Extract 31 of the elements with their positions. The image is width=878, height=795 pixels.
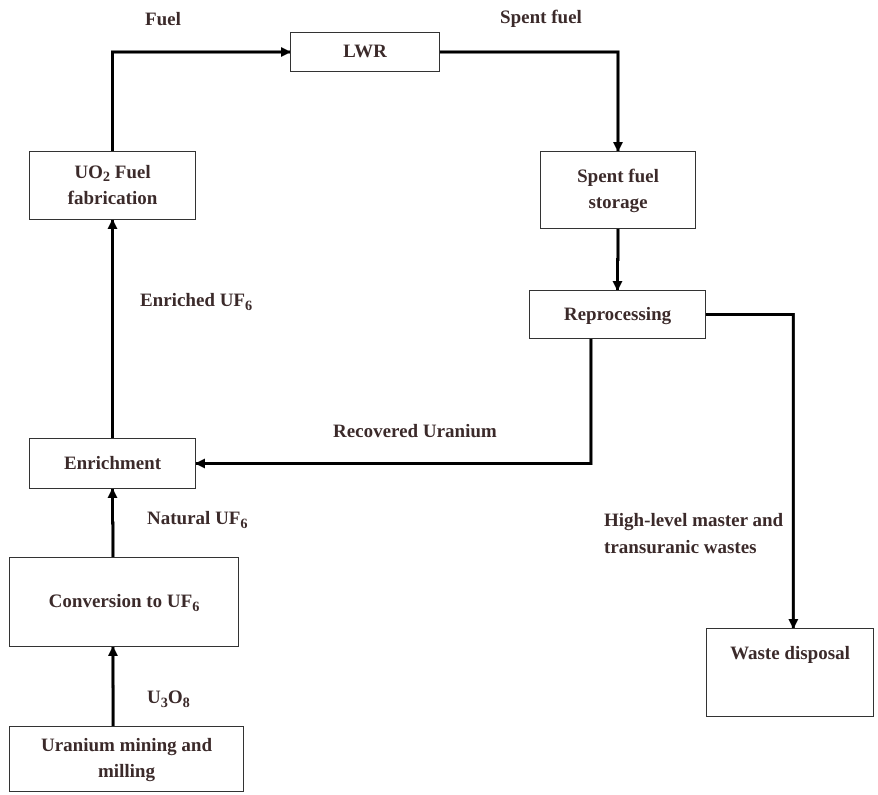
box-label: Waste disposal <box>730 642 850 666</box>
arrow <box>612 229 622 291</box>
edge-label: Spent fuel <box>500 6 582 30</box>
edge-label: High-level master and transuranic wastes <box>604 509 784 560</box>
arrow <box>706 313 798 629</box>
arrow <box>108 488 118 557</box>
edge-label: Natural UF$_{6}$ <box>147 507 248 532</box>
box-label: UO$_{2}$ Fuel fabrication <box>66 160 158 210</box>
edge-label: Fuel <box>145 8 181 32</box>
process-box <box>29 151 196 220</box>
box-label: LWR <box>343 40 387 64</box>
process-box <box>9 557 239 647</box>
box-label: Conversion to UF$_{6}$ <box>48 590 200 615</box>
box-label: Reprocessing <box>564 302 672 326</box>
box-label: Enrichment <box>64 452 162 476</box>
edge-label: Enriched UF$_{6}$ <box>140 289 252 314</box>
process-box <box>540 151 696 229</box>
arrow <box>440 50 623 152</box>
box-label: Spent fuel storage <box>576 165 660 215</box>
process-box <box>529 290 706 339</box>
edge-label: U$_{3}$O$_{8}$ <box>147 686 190 711</box>
box-label: Uranium mining and milling <box>40 734 214 784</box>
edge-label: Recovered Uranium <box>333 420 497 444</box>
arrow <box>108 219 118 438</box>
process-box <box>9 726 244 792</box>
process-box <box>290 32 440 72</box>
arrow <box>195 339 592 468</box>
process-box <box>29 438 196 489</box>
process-box <box>706 628 874 717</box>
arrow <box>111 47 291 151</box>
arrow <box>108 646 118 726</box>
